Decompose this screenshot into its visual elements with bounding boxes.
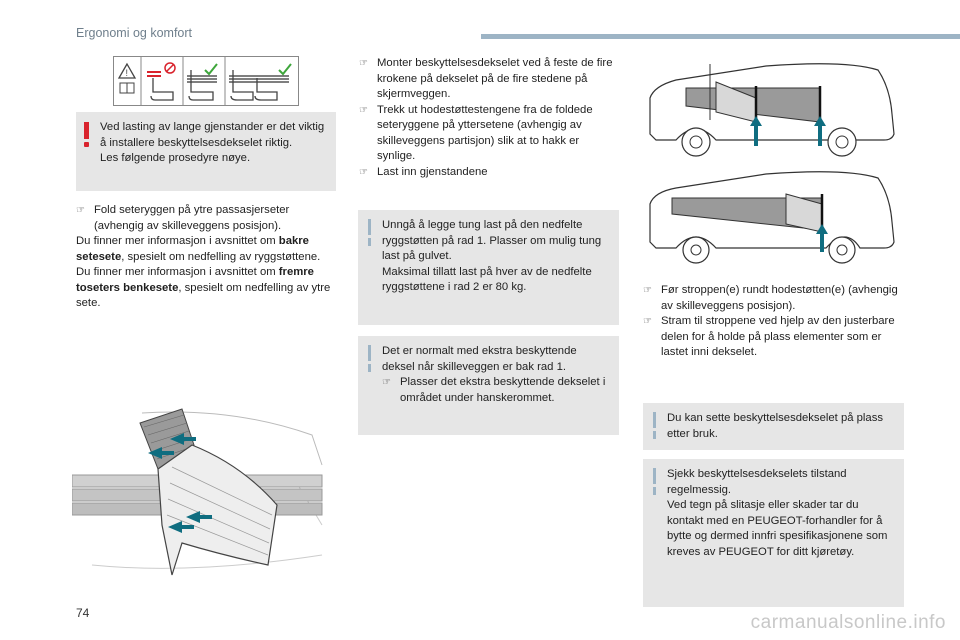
list-item: ☞ Monter beskyttelsesdekselet ved å fest… (359, 56, 619, 103)
bullet-pointer-icon: ☞ (382, 377, 391, 388)
list-item: ☞ Før stroppen(e) rundt hodestøtten(e) (… (643, 283, 905, 314)
info-box-reinstall: Du kan sette beskyttelsesdekselet på pla… (643, 403, 904, 450)
info-text-extra: Det er normalt med ekstra beskyttende de… (382, 345, 577, 373)
info-icon (368, 219, 371, 235)
bullet-pointer-icon: ☞ (359, 104, 368, 116)
info-text-check: Sjekk beskyttelsesdekselets tilstand reg… (667, 468, 847, 496)
arrow-icon (816, 224, 828, 252)
watermark: carmanualsonline.info (750, 612, 946, 633)
check-icon (278, 63, 292, 76)
info-text-wear: Ved tegn på slitasje eller skader tar du… (667, 499, 888, 558)
bullet-pointer-icon: ☞ (359, 58, 368, 69)
warning-icon (84, 122, 89, 139)
info-icon (368, 345, 371, 361)
info-icon (653, 468, 656, 484)
protective-cover-illustration (72, 408, 323, 576)
paragraph-rear-seat: Du finner mer informasjon i avsnittet om… (76, 235, 321, 263)
svg-text:!: ! (126, 68, 129, 78)
column3-text: ☞ Før stroppen(e) rundt hodestøtten(e) (… (643, 283, 905, 361)
loading-pictogram: ! (113, 56, 299, 106)
warning-box: Ved lasting av lange gjenstander er det … (76, 112, 336, 191)
info-box-load: Unngå å legge tung last på den nedfelte … (358, 210, 619, 325)
section-title: Ergonomi og komfort (76, 26, 193, 40)
column2-text: ☞ Monter beskyttelsesdekselet ved å fest… (359, 56, 619, 180)
header-bar (481, 34, 960, 39)
warning-triangle-icon: ! (117, 62, 137, 79)
bullet-pointer-icon: ☞ (359, 166, 368, 178)
manual-book-icon (119, 82, 135, 94)
info-text-1: Unngå å legge tung last på den nedfelte … (382, 219, 602, 262)
list-item: ☞ Stram til stroppene ved hjelp av den j… (643, 314, 905, 361)
bullet-pointer-icon: ☞ (643, 285, 652, 296)
warning-text-1: Ved lasting av lange gjenstander er det … (100, 121, 325, 149)
van-illustration-bottom (649, 171, 895, 264)
bullet-pointer-icon: ☞ (76, 205, 85, 216)
list-item: ☞ Plasser det ekstra beskyttende deksele… (382, 375, 609, 406)
info-text-2: Maksimal tillatt last på hver av de nedf… (382, 265, 592, 294)
list-item: ☞ Trekk ut hodestøttestengene fra de fol… (359, 103, 619, 165)
info-box-extra-cover: Det er normalt med ekstra beskyttende de… (358, 336, 619, 435)
bullet-pointer-icon: ☞ (643, 316, 652, 327)
arrow-icon (750, 116, 826, 146)
check-icon (204, 63, 218, 76)
info-text-reinstall: Du kan sette beskyttelsesdekselet på pla… (667, 412, 884, 440)
paragraph-front-bench: Du finner mer informasjon i avsnittet om… (76, 266, 331, 309)
van-illustration-top (649, 63, 895, 157)
arrow-icon (148, 433, 212, 533)
list-item: ☞ Fold seteryggen på ytre passasjerseter… (76, 203, 338, 234)
warning-text-2: Les følgende prosedyre nøye. (100, 152, 251, 164)
prohibited-icon (164, 62, 176, 74)
page-number: 74 (76, 606, 90, 620)
list-item: ☞ Last inn gjenstandene (359, 165, 619, 181)
info-box-condition: Sjekk beskyttelsesdekselets tilstand reg… (643, 459, 904, 607)
info-icon (653, 412, 656, 428)
column1-text: ☞ Fold seteryggen på ytre passasjerseter… (76, 203, 338, 312)
